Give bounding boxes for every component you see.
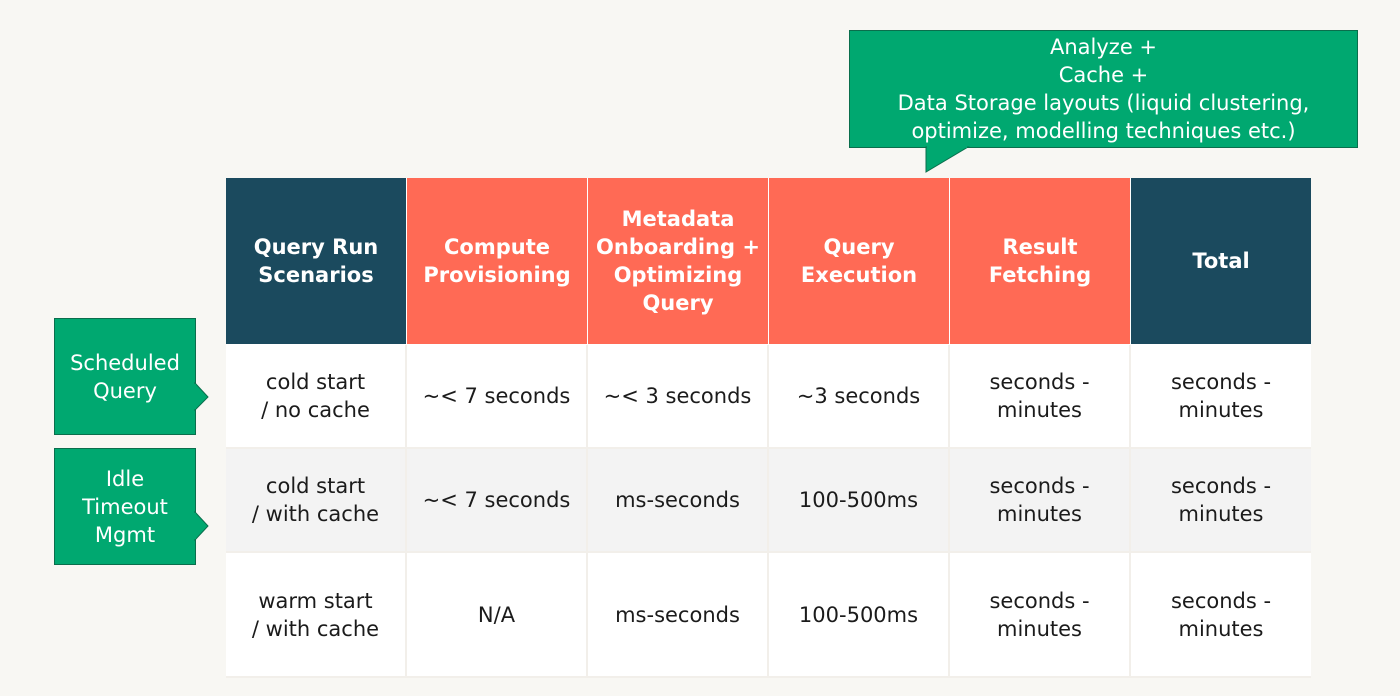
idle-timeout-pointer — [194, 510, 209, 542]
header-line: Fetching — [988, 263, 1092, 287]
callout-line: optimize, modelling techniques etc.) — [911, 119, 1296, 143]
header-line: Total — [1192, 249, 1250, 273]
row-2-scenario: cold start / with cache — [226, 449, 407, 553]
idle-timeout-callout: Idle Timeout Mgmt — [54, 448, 196, 565]
cell-line: seconds - — [1170, 474, 1272, 498]
header-line: Scenarios — [258, 263, 374, 287]
scheduled-query-callout: Scheduled Query — [54, 318, 196, 435]
cell-line: seconds - — [989, 474, 1090, 498]
row-2-compute: ~< 7 seconds — [407, 449, 588, 553]
header-compute-provisioning: Compute Provisioning — [407, 178, 588, 345]
row-3-scenario: warm start / with cache — [226, 553, 407, 678]
row-3-total: seconds - minutes — [1131, 553, 1311, 678]
header-line: Onboarding + — [596, 235, 760, 259]
row-1-scenario: cold start / no cache — [226, 345, 407, 449]
row-1-metadata: ~< 3 seconds — [588, 345, 769, 449]
callout-line: Data Storage layouts (liquid clustering, — [897, 91, 1310, 115]
header-line: Metadata — [621, 207, 735, 231]
cell-line: ~< 3 seconds — [603, 384, 752, 408]
cell-line: / with cache — [251, 502, 380, 526]
cell-line: ~3 seconds — [796, 384, 921, 408]
cell-line: ~< 7 seconds — [422, 488, 571, 512]
header-line: Optimizing — [613, 263, 743, 287]
header-metadata-onboarding: Metadata Onboarding + Optimizing Query — [588, 178, 769, 345]
header-query-run-scenarios: Query Run Scenarios — [226, 178, 407, 345]
cell-line: cold start — [265, 370, 366, 394]
cell-line: N/A — [477, 602, 516, 627]
header-line: Provisioning — [423, 263, 571, 287]
cell-line: seconds - — [989, 588, 1090, 613]
header-line: Query Run — [253, 235, 379, 259]
storage-layout-callout: Analyze + Cache + Data Storage layouts (… — [849, 30, 1358, 148]
cell-line: / no cache — [261, 398, 370, 422]
header-line: Compute — [444, 235, 550, 259]
cell-line: minutes — [996, 616, 1082, 641]
callout-line: Timeout — [82, 494, 168, 519]
callout-line: Mgmt — [94, 522, 156, 547]
top-callout-pointer — [925, 146, 970, 173]
row-2-fetching: seconds - minutes — [950, 449, 1131, 553]
cell-line: minutes — [1178, 616, 1264, 641]
cell-line: minutes — [996, 398, 1082, 422]
header-line: Result — [1002, 235, 1078, 259]
header-total: Total — [1131, 178, 1311, 345]
header-line: Query — [642, 291, 714, 315]
row-3-metadata: ms-seconds — [588, 553, 769, 678]
callout-line: Scheduled — [70, 350, 180, 375]
cell-line: / with cache — [251, 616, 380, 641]
header-line: Execution — [800, 263, 918, 287]
cell-line: minutes — [1178, 398, 1264, 422]
row-1-compute: ~< 7 seconds — [407, 345, 588, 449]
cell-line: ~< 7 seconds — [422, 384, 571, 408]
cell-line: minutes — [1178, 502, 1264, 526]
row-2-total: seconds - minutes — [1131, 449, 1311, 553]
cell-line: 100-500ms — [798, 602, 919, 627]
row-1-total: seconds - minutes — [1131, 345, 1311, 449]
cell-line: cold start — [265, 474, 366, 498]
cell-line: 100-500ms — [798, 488, 919, 512]
row-3-execution: 100-500ms — [769, 553, 950, 678]
query-latency-table: Query Run Scenarios Compute Provisioning… — [226, 178, 1311, 678]
header-line: Query — [823, 235, 895, 259]
header-query-execution: Query Execution — [769, 178, 950, 345]
cell-line: warm start — [258, 588, 373, 613]
cell-line: minutes — [996, 502, 1082, 526]
row-1-fetching: seconds - minutes — [950, 345, 1131, 449]
row-2-execution: 100-500ms — [769, 449, 950, 553]
callout-line: Cache + — [1058, 63, 1149, 87]
callout-line: Query — [93, 378, 157, 403]
scheduled-query-pointer — [194, 381, 209, 412]
callout-line: Analyze + — [1049, 35, 1158, 59]
cell-line: seconds - — [1170, 370, 1272, 394]
row-2-metadata: ms-seconds — [588, 449, 769, 553]
cell-line: seconds - — [1170, 588, 1272, 613]
header-result-fetching: Result Fetching — [950, 178, 1131, 345]
cell-line: ms-seconds — [615, 602, 740, 627]
callout-line: Idle — [105, 466, 145, 491]
cell-line: seconds - — [989, 370, 1090, 394]
row-3-compute: N/A — [407, 553, 588, 678]
cell-line: ms-seconds — [615, 488, 740, 512]
row-1-execution: ~3 seconds — [769, 345, 950, 449]
row-3-fetching: seconds - minutes — [950, 553, 1131, 678]
